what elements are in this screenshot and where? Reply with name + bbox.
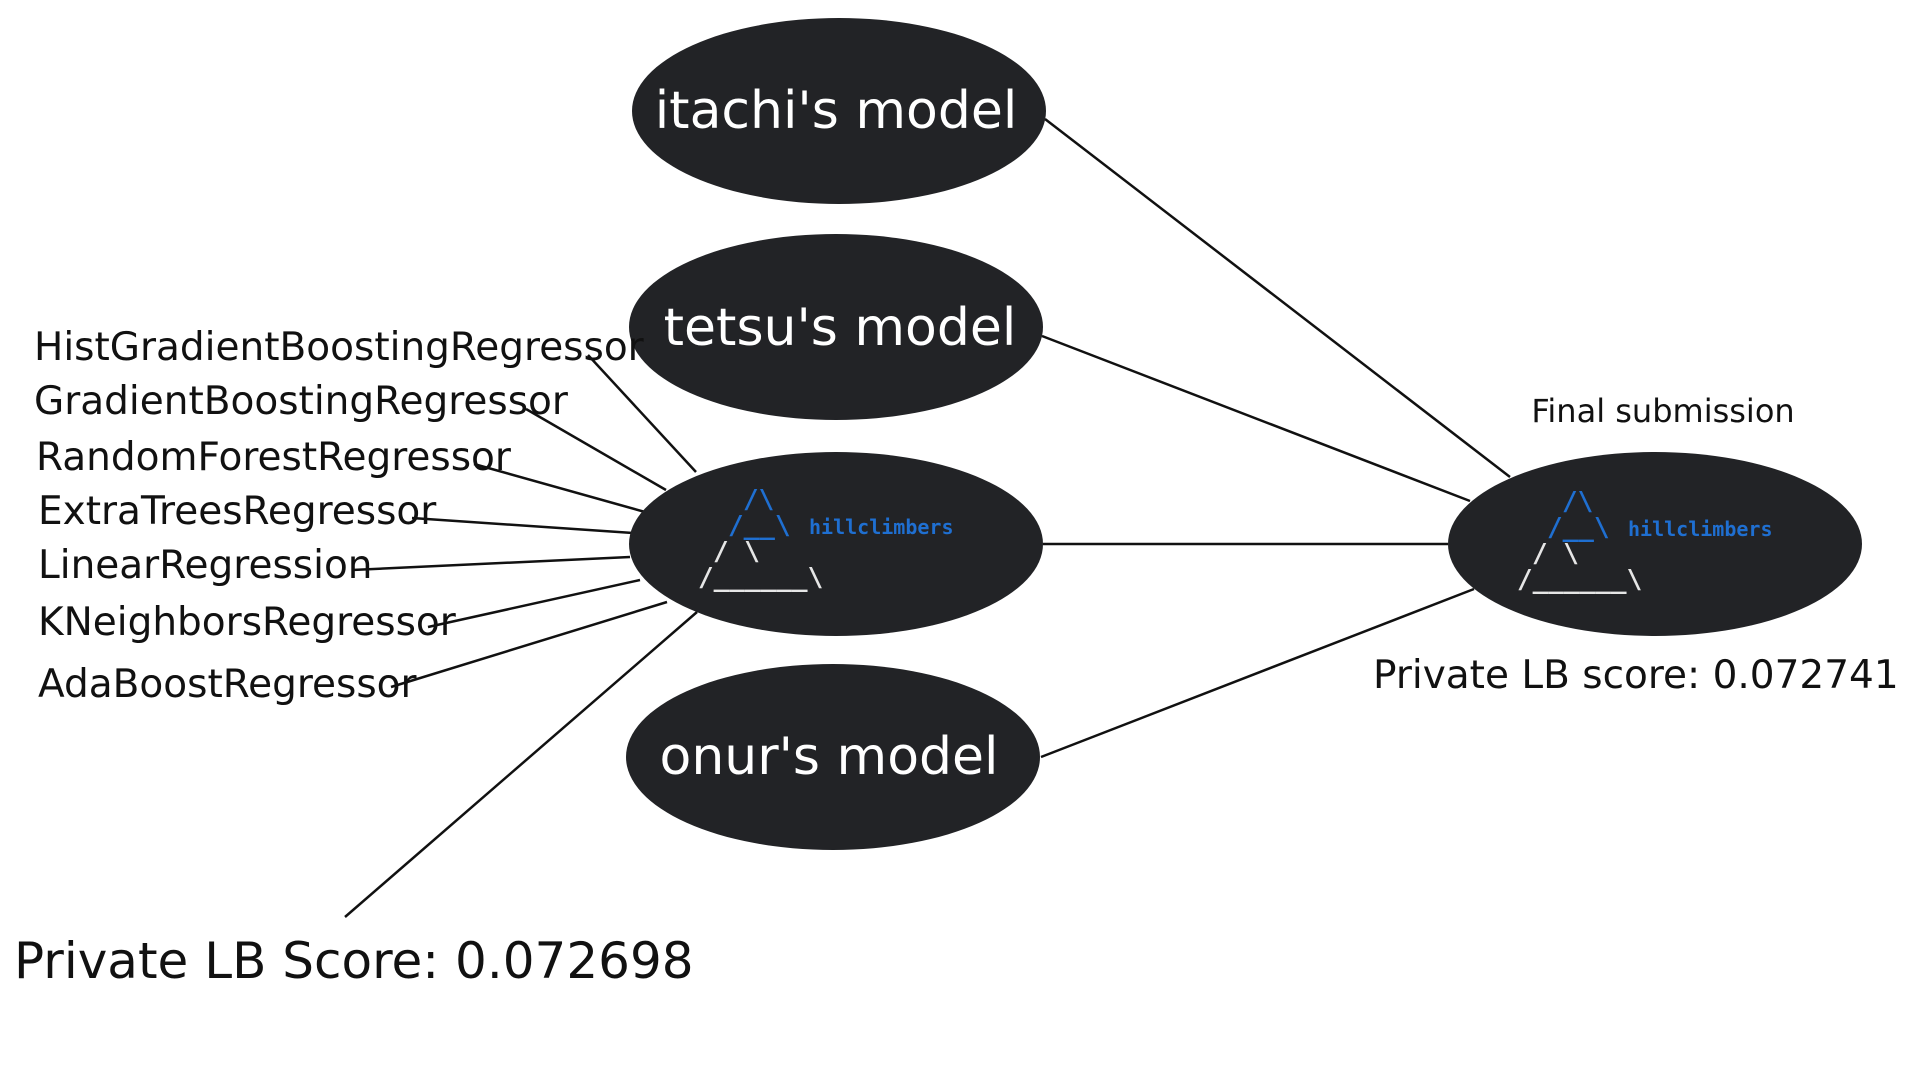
svg-text:/______\: /______\ bbox=[1517, 565, 1642, 595]
mountain-ascii-icon: /\ /__\ / \ /______\ bbox=[1517, 487, 1642, 595]
node-itachi: itachi's model bbox=[632, 18, 1046, 204]
hillclimbers-left-logo-text: hillclimbers bbox=[809, 515, 954, 539]
final-submission-title: Final submission bbox=[1531, 392, 1794, 430]
node-onur-label: onur's model bbox=[660, 727, 999, 787]
edge-ada bbox=[390, 600, 668, 689]
svg-text:/\: /\ bbox=[1562, 487, 1593, 517]
edge-lr bbox=[351, 555, 631, 572]
node-final-submission: Final submission /\ /__\ / \ /______\ hi… bbox=[1373, 392, 1899, 698]
model-label: LinearRegression bbox=[38, 543, 373, 588]
svg-text:/ \: / \ bbox=[713, 537, 760, 567]
edge-gb bbox=[525, 407, 667, 492]
svg-text:/______\: /______\ bbox=[698, 563, 823, 593]
edge-et bbox=[411, 516, 634, 535]
edge-tetsu-final bbox=[1041, 334, 1471, 503]
svg-text:/__\: /__\ bbox=[728, 511, 791, 541]
node-hillclimbers-left: /\ /__\ / \ /______\ hillclimbers bbox=[629, 452, 1043, 636]
mountain-ascii-icon: /\ /__\ / \ /______\ bbox=[698, 485, 823, 593]
final-score: Private LB score: 0.072741 bbox=[1373, 653, 1899, 698]
model-label: AdaBoostRegressor bbox=[38, 662, 418, 707]
node-itachi-label: itachi's model bbox=[655, 81, 1018, 141]
model-label: GradientBoostingRegressor bbox=[34, 379, 569, 424]
model-label: HistGradientBoostingRegressor bbox=[34, 325, 645, 370]
hillclimbers-final-logo-text: hillclimbers bbox=[1628, 517, 1773, 541]
svg-text:/\: /\ bbox=[743, 485, 774, 515]
model-label: KNeighborsRegressor bbox=[38, 600, 457, 645]
edge-itachi-final bbox=[1044, 118, 1511, 478]
left-score: Private LB Score: 0.072698 bbox=[14, 932, 694, 990]
svg-text:/__\: /__\ bbox=[1547, 513, 1610, 543]
node-onur: onur's model bbox=[626, 664, 1040, 850]
edge-onur-final bbox=[1040, 587, 1475, 759]
edge-score bbox=[344, 611, 698, 918]
model-label: RandomForestRegressor bbox=[36, 435, 512, 480]
node-tetsu-label: tetsu's model bbox=[664, 298, 1017, 358]
node-tetsu: tetsu's model bbox=[629, 234, 1043, 420]
edge-rf bbox=[473, 462, 646, 514]
model-list: HistGradientBoostingRegressor GradientBo… bbox=[34, 325, 645, 707]
edge-histgb bbox=[587, 354, 697, 473]
edge-knn bbox=[427, 578, 641, 629]
model-label: ExtraTreesRegressor bbox=[38, 489, 437, 534]
svg-text:/ \: / \ bbox=[1532, 539, 1579, 569]
